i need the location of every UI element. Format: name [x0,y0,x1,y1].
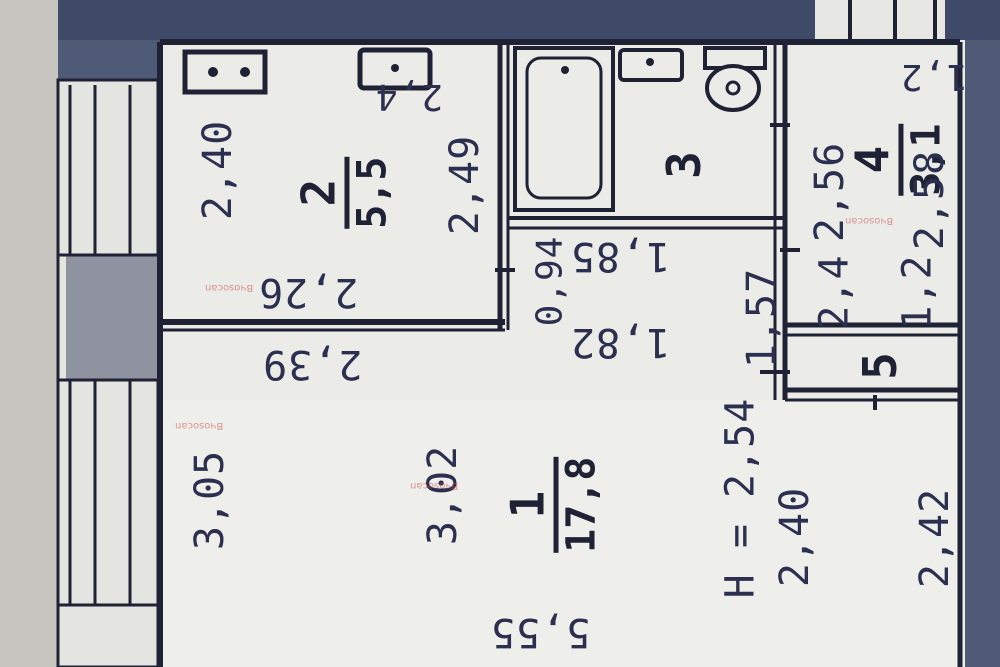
toilet-icon [703,46,767,112]
room-5-number: 5 [852,352,907,380]
watermark: Вчоsocan [205,282,254,293]
dim-hall-width: 1,82 [570,319,671,365]
dim-kitchen-height: 2,40 [195,119,242,221]
watermark: Вчоsocan [845,215,894,226]
walls [157,39,963,667]
dim-bath-width: 1,85 [570,233,671,279]
dim-kitchen-width: 2,26 [258,269,359,315]
dim-bath: 0,94 [529,235,571,327]
left-strip [0,0,58,667]
bathtub-icon [513,46,615,212]
main-room-bottom [155,400,965,667]
room-3-number: 3 [656,151,711,179]
dim-hall-height: 1,57 [739,267,786,369]
dim-ceiling-height: H = 2,54 [717,397,764,599]
room-2-label: 2 5,5 [291,156,396,229]
balcony [56,78,160,667]
dim-toilet-a: 2,56 [807,141,854,243]
dim-main-right-b: 2,42 [912,487,959,589]
dim-main-bottom: 5,55 [490,609,591,655]
dim-toilet-b: 2,58 [907,149,954,251]
room-2-area: 5,5 [349,156,396,229]
dim-main-left: 3,05 [187,449,234,551]
watermark: Вчоsocan [175,420,224,431]
dim-main-right-a: 2,40 [772,486,819,588]
sink-icon [357,47,433,91]
stove-icon [182,49,268,95]
room-1-label: 1 17,8 [500,456,605,553]
bath-sink-icon [618,48,684,82]
dim-main-inner: 3,02 [420,444,467,546]
room-4-number: 4 [845,145,900,174]
dim-corridor-top: 2,39 [262,341,363,387]
room-1-area: 17,8 [558,456,605,553]
dim-hall-small: 2,4 [811,254,858,330]
dim-hall-right: 1,2 [894,254,941,330]
dim-kitchen-right: 2,49 [442,134,489,236]
dim-kitchen-stove: 2,4 [375,76,444,117]
watermark: Вчоsocan [410,480,459,491]
room-2-number: 2 [291,178,346,207]
top-right-fragment [815,0,945,40]
dim-store-top: 1,2 [900,56,969,97]
room-1-number: 1 [500,490,555,519]
